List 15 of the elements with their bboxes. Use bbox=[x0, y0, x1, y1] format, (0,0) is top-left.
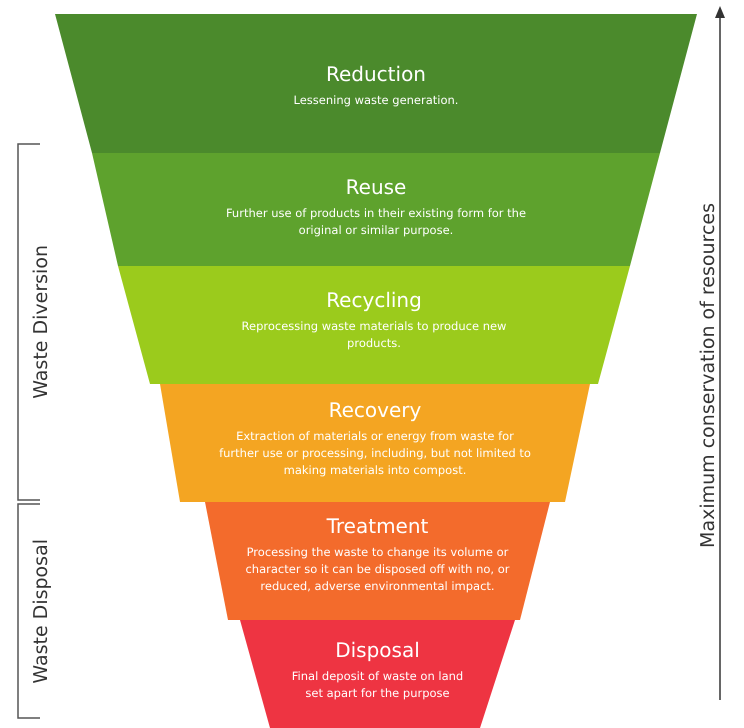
tier-heading: Recovery bbox=[328, 398, 422, 422]
axis-label: Maximum conservation of resources bbox=[697, 202, 719, 548]
tier-description: Reprocessing waste materials to produce new products. bbox=[240, 318, 508, 352]
tier-heading: Reuse bbox=[346, 175, 406, 199]
tier-description: Final deposit of waste on land set apart for the purpose bbox=[290, 668, 464, 702]
bracket-label: Waste Diversion bbox=[30, 245, 52, 399]
tier-description: Further use of products in their existing form for the original or similar purpose. bbox=[224, 205, 528, 239]
tier-description: Processing the waste to change its volume or character so it can be disposed off with no, or reduced, adverse environmental impact. bbox=[244, 544, 511, 595]
tier-description: Lessening waste generation. bbox=[294, 92, 458, 109]
bracket-label: Waste Disposal bbox=[30, 538, 52, 684]
tier-heading: Recycling bbox=[326, 288, 422, 312]
tier-heading: Treatment bbox=[326, 514, 428, 538]
tier-heading: Reduction bbox=[326, 62, 426, 86]
tier-description: Extraction of materials or energy from waste for further use or processing, including, but not limited to making materials into compost. bbox=[218, 428, 532, 479]
tier-heading: Disposal bbox=[335, 638, 420, 662]
